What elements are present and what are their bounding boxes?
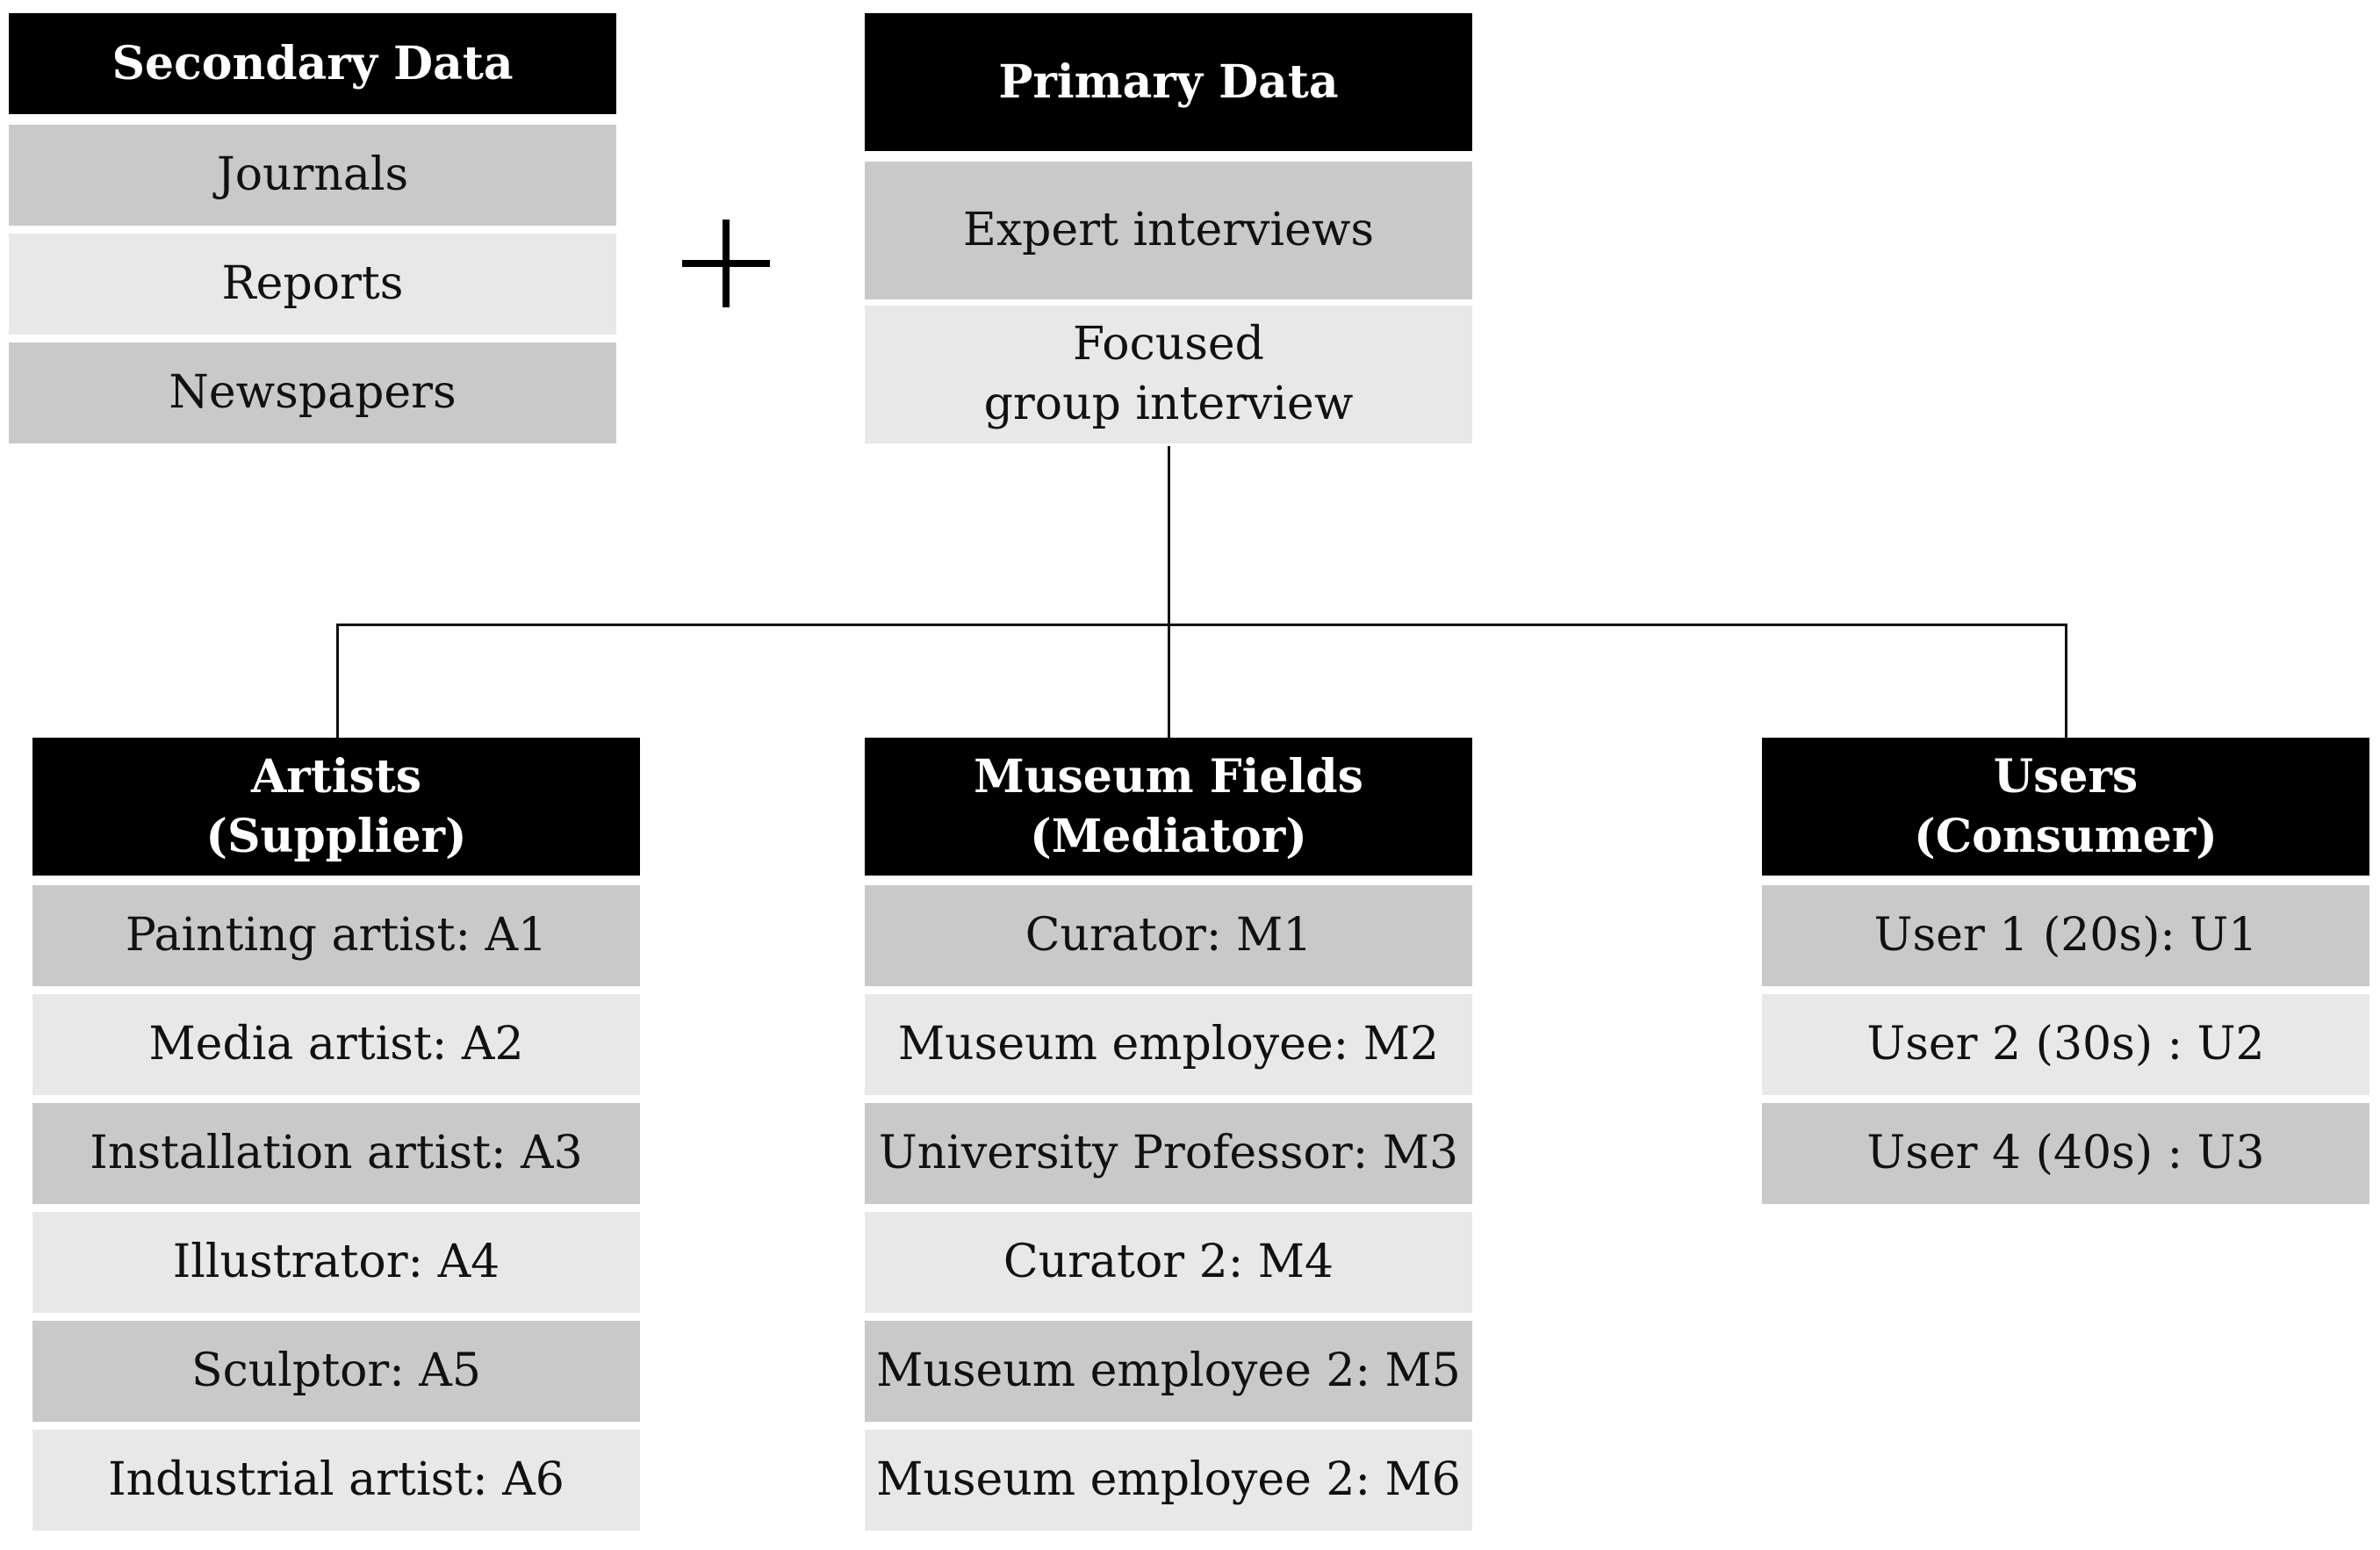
museum-fields-header: Museum Fields (Mediator) [865,738,1472,876]
primary-data-header: Primary Data [865,13,1472,151]
users-header: Users (Consumer) [1762,738,2369,876]
artist-item-a5: Sculptor: A5 [32,1321,640,1422]
artist-item-a6: Industrial artist: A6 [32,1430,640,1531]
museum-item-m4: Curator 2: M4 [865,1212,1472,1313]
secondary-data-header: Secondary Data [9,13,616,114]
museum-item-m1: Curator: M1 [865,885,1472,986]
primary-item-focused-group-interview: Focused group interview [865,306,1472,443]
secondary-item-reports: Reports [9,234,616,335]
secondary-item-journals: Journals [9,125,616,226]
artists-header: Artists (Supplier) [32,738,640,876]
museum-item-m6: Museum employee 2: M6 [865,1430,1472,1531]
user-item-u1: User 1 (20s): U1 [1762,885,2369,986]
artist-item-a2: Media artist: A2 [32,994,640,1095]
user-item-u3: User 4 (40s) : U3 [1762,1103,2369,1204]
artist-item-a1: Painting artist: A1 [32,885,640,986]
artist-item-a3: Installation artist: A3 [32,1103,640,1204]
user-item-u2: User 2 (30s) : U2 [1762,994,2369,1095]
connector-horizontal [336,624,2067,626]
connector-left-drop [336,624,339,738]
artist-item-a4: Illustrator: A4 [32,1212,640,1313]
museum-item-m3: University Professor: M3 [865,1103,1472,1204]
primary-item-expert-interviews: Expert interviews [865,162,1472,299]
museum-item-m5: Museum employee 2: M5 [865,1321,1472,1422]
museum-item-m2: Museum employee: M2 [865,994,1472,1095]
connector-right-drop [2065,624,2067,738]
connector-trunk [1168,446,1170,738]
plus-icon [682,220,770,307]
secondary-item-newspapers: Newspapers [9,342,616,443]
